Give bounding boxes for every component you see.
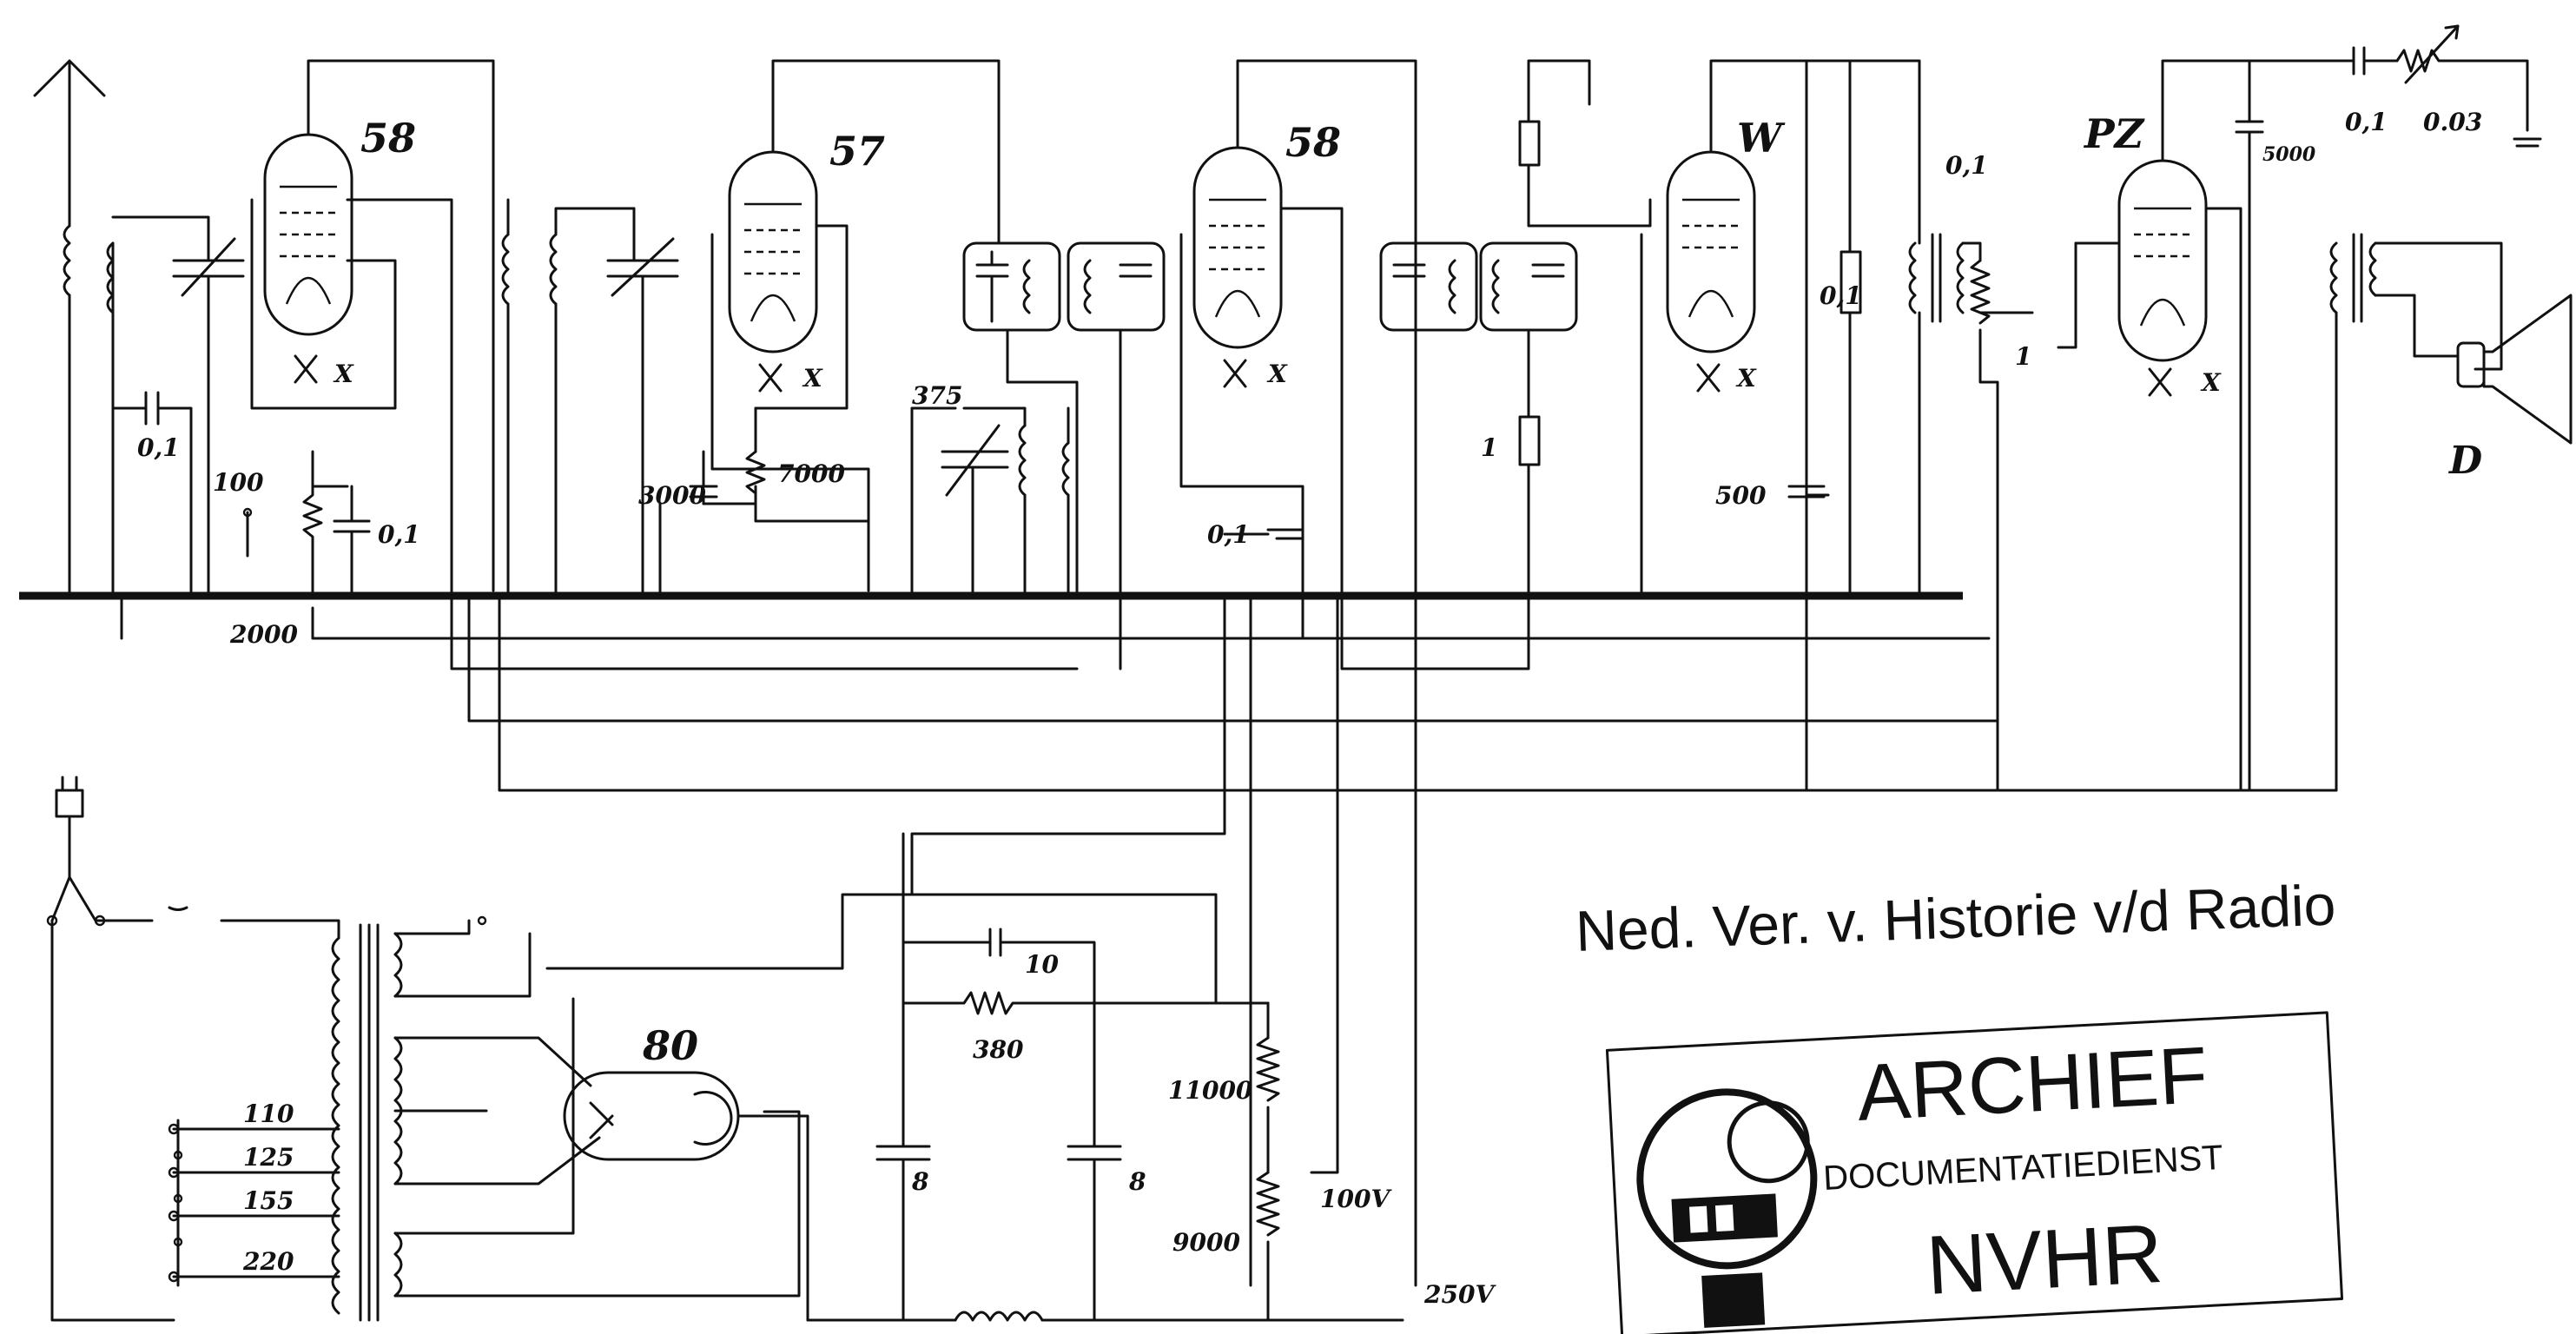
tube-2-57 (710, 59, 1001, 592)
tone-control (2335, 24, 2542, 148)
if-transformer-2 (1067, 241, 1305, 598)
val-c-3000: 3000 (638, 481, 706, 510)
val-c-5000: 5000 (2262, 143, 2316, 166)
tube-5-number: PZ (2083, 110, 2145, 157)
antenna-symbol (33, 59, 106, 598)
tap-220: 220 (242, 1247, 294, 1276)
coil-1 (501, 198, 636, 598)
tube-2-heater-mark: X (802, 364, 823, 393)
val-c-500: 500 (1715, 481, 1767, 510)
tuned-circuit-375 (910, 406, 1070, 598)
tap-125: 125 (243, 1143, 294, 1172)
val-r-11000: 11000 (1168, 1076, 1253, 1105)
val-r-9000: 9000 (1172, 1228, 1240, 1257)
val-r-01: 0,1 (1820, 281, 1862, 310)
tube-3-number: 58 (1285, 119, 1341, 166)
speaker-label: D (2447, 439, 2482, 483)
val-r-380: 380 (973, 1035, 1024, 1064)
val-v-100: 100V (1320, 1185, 1392, 1213)
nvhr-logo (1636, 1088, 1818, 1328)
val-v-250: 250V (1423, 1280, 1496, 1309)
stamp-nvhr: NVHR (1924, 1207, 2164, 1312)
interstage-transformer (1908, 233, 2034, 792)
tube-3-heater-mark: X (1266, 360, 1288, 388)
tube-3-58 (1179, 59, 1417, 598)
val-c-01d: 0,1 (2345, 108, 2388, 136)
tube-4-W (1640, 59, 1921, 792)
tube-1-heater-mark: X (333, 360, 354, 388)
output-transformer (2329, 233, 2503, 792)
val-c-01a: 0,1 (378, 520, 420, 549)
val-r-1: 1 (1481, 433, 1497, 462)
val-c-01b: 0,1 (1207, 520, 1250, 549)
tube-4-number: W (1737, 115, 1786, 162)
society-title: Ned. Ver. v. Historie v/d Radio (1575, 872, 2337, 963)
tube-2-number: 57 (829, 128, 885, 175)
if-transformer-1 (962, 241, 1079, 598)
mains-plug-icon (46, 776, 188, 927)
val-r-1b: 1 (2015, 342, 2031, 371)
loudspeaker-icon (2456, 294, 2573, 445)
stamp-archief: ARCHIEF (1855, 1031, 2210, 1138)
power-transformer (50, 915, 801, 1322)
val-c-8a: 8 (911, 1167, 928, 1196)
stamp-documentatiedienst: DOCUMENTATIEDIENST (1822, 1139, 2223, 1198)
archive-stamp (1605, 1011, 2344, 1334)
tube-5-PZ (2057, 59, 2338, 792)
stage-2-tuning (606, 207, 870, 598)
rectifier-number: 80 (642, 1022, 698, 1069)
val-r-2000: 2000 (229, 620, 298, 649)
val-c-10: 10 (1025, 950, 1059, 979)
stage-1-tuning (106, 215, 1991, 640)
tap-110: 110 (243, 1100, 294, 1128)
tube-5-heater-mark: X (2200, 368, 2222, 397)
val-r-7000: 7000 (777, 459, 845, 488)
detector-network (1479, 59, 1652, 598)
if-transformer-3 (1379, 241, 1478, 332)
val-r-003: 0.03 (2423, 108, 2482, 136)
val-c-ant: 0,1 (137, 433, 180, 462)
tube-1-58 (250, 59, 495, 598)
val-c-01c: 0,1 (1945, 151, 1988, 180)
filter-network (806, 832, 1404, 1322)
tube-4-heater-mark: X (1735, 364, 1757, 393)
tap-155: 155 (243, 1186, 294, 1215)
rectifier-80 (563, 1071, 809, 1322)
tube-1-number: 58 (360, 115, 416, 162)
val-c-8b: 8 (1128, 1167, 1146, 1196)
val-c-375: 375 (912, 381, 962, 410)
val-r-100: 100 (213, 468, 264, 497)
